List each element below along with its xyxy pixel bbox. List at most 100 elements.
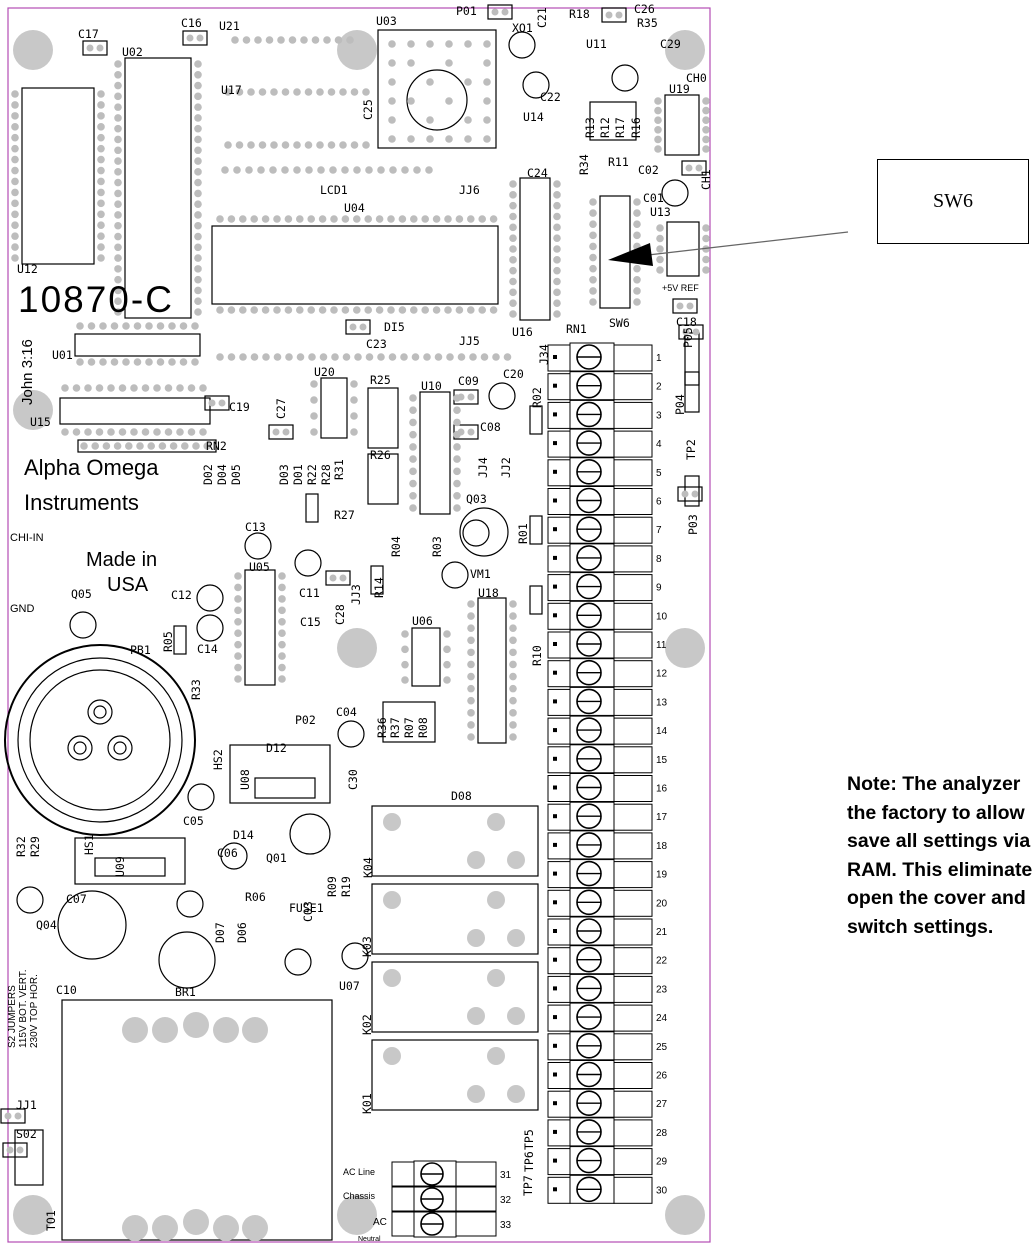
terminal-number: 4 [656, 439, 662, 450]
pad [589, 298, 597, 306]
pad [187, 428, 196, 436]
pad [467, 851, 485, 869]
pad [426, 78, 434, 86]
terminal-pin [553, 498, 557, 503]
refdes-label: TP2 [684, 439, 698, 460]
pad [702, 255, 710, 264]
terminal-number: 17 [656, 812, 668, 823]
refdes-label: R37 [388, 717, 402, 738]
pad [388, 353, 397, 361]
pad [273, 215, 281, 223]
pad [409, 467, 417, 476]
pad [467, 672, 475, 681]
pad [247, 88, 255, 96]
pad [97, 144, 105, 153]
pad [509, 266, 517, 275]
pad [234, 640, 242, 649]
refdes-label: U08 [238, 769, 252, 790]
refdes-label: C28 [333, 604, 347, 625]
refdes-label: R01 [516, 523, 530, 544]
refdes-label: R28 [319, 464, 333, 485]
outline [294, 549, 322, 577]
refdes-label: C18 [676, 315, 697, 329]
terminal-cell [613, 1033, 653, 1061]
refdes-label: J34 [537, 344, 551, 365]
outline [406, 69, 468, 131]
note-line: open the cover and [847, 887, 1026, 909]
pad [509, 648, 517, 657]
refdes-label: C12 [171, 588, 192, 602]
pad [239, 353, 247, 361]
terminal-number: 9 [656, 583, 662, 594]
pad [589, 275, 597, 284]
pad [467, 709, 475, 717]
pad [273, 306, 281, 314]
outline [611, 64, 639, 92]
pad [353, 215, 361, 223]
outline [124, 57, 192, 319]
terminal-number: 6 [656, 497, 662, 508]
pad [401, 676, 409, 684]
pad [633, 275, 641, 284]
pad [467, 733, 475, 741]
pad [114, 124, 122, 133]
terminal-cell [613, 545, 653, 573]
refdes-label: C22 [540, 90, 561, 104]
pad [278, 572, 286, 580]
pad [278, 583, 286, 592]
pad [407, 59, 415, 67]
pad [278, 606, 286, 615]
refdes-label: U13 [650, 205, 671, 219]
pad [187, 384, 196, 392]
pad [118, 428, 127, 436]
pad [258, 141, 267, 149]
pad [194, 243, 202, 252]
pad [316, 141, 324, 149]
refdes-label: JJ1 [16, 1098, 37, 1112]
pad [375, 215, 384, 223]
pad [553, 256, 561, 264]
side-label: +5V REF [662, 283, 699, 293]
refdes-label: P04 [673, 394, 687, 415]
outline [69, 611, 97, 639]
pad [654, 126, 662, 134]
outline [14, 1129, 44, 1186]
pad [284, 306, 293, 314]
terminal-pin [553, 355, 557, 359]
pad [702, 234, 710, 243]
pad [553, 310, 561, 318]
pad [509, 709, 517, 717]
pad [702, 224, 710, 232]
pad [114, 70, 122, 79]
refdes-label: P02 [295, 713, 316, 727]
pad [153, 428, 161, 436]
terminal-number: 25 [656, 1042, 668, 1053]
pad [455, 215, 464, 223]
pad [152, 1215, 178, 1241]
pad [95, 428, 104, 436]
pad [97, 101, 105, 109]
pad [11, 123, 19, 131]
outline [29, 669, 171, 811]
refdes-label: R19 [339, 876, 353, 897]
pad [156, 358, 165, 366]
refdes-label: C03 [301, 901, 315, 922]
pad [656, 245, 664, 253]
outline [487, 4, 513, 20]
pad [11, 232, 19, 240]
terminal-cell [613, 488, 653, 515]
terminal-pin [553, 814, 557, 819]
pad [278, 675, 286, 683]
pad [308, 353, 316, 361]
terminal-pin [553, 613, 557, 618]
pad [179, 322, 188, 330]
pad [443, 630, 451, 638]
pad [235, 141, 244, 149]
pad [318, 306, 327, 314]
pad [11, 199, 19, 208]
terminal-number: 32 [500, 1195, 512, 1206]
outline [367, 387, 399, 449]
pad [509, 223, 517, 232]
refdes-label: U21 [219, 19, 240, 33]
terminal-pin [553, 383, 557, 388]
